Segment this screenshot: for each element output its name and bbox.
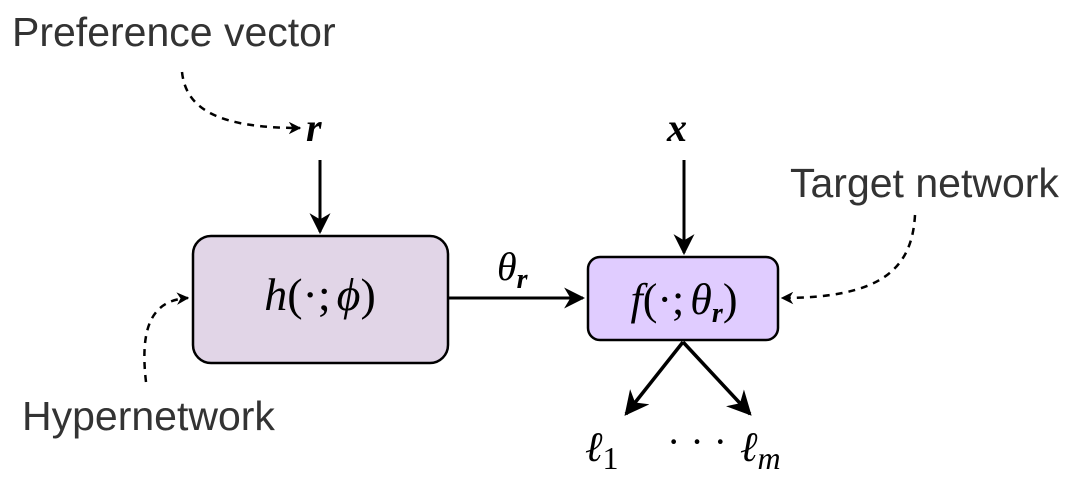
hypernetwork-box (191, 234, 450, 365)
hypernetwork-function: h(·;ϕ) (264, 269, 376, 320)
loss-lm: ℓm (740, 425, 781, 476)
target-network-function: f(·;θr) (631, 275, 738, 329)
loss-l1: ℓ1 (585, 425, 619, 476)
output-arrow-l1 (624, 340, 685, 416)
preference-dashed-arrow (180, 71, 302, 135)
ellipsis: · · · (667, 419, 727, 464)
target-network-label: Target network (790, 160, 1059, 206)
r-symbol: r (306, 105, 322, 150)
preference-vector-label: Preference vector (12, 9, 336, 55)
theta-r-label: θr (497, 244, 529, 295)
x-symbol: x (666, 105, 687, 150)
hypernetwork-label: Hypernetwork (22, 393, 275, 439)
target-dashed-arrow (780, 214, 917, 305)
hypernetwork-dashed-arrow (143, 292, 190, 383)
target-network-box (586, 255, 780, 342)
output-arrow-lm (681, 340, 752, 416)
